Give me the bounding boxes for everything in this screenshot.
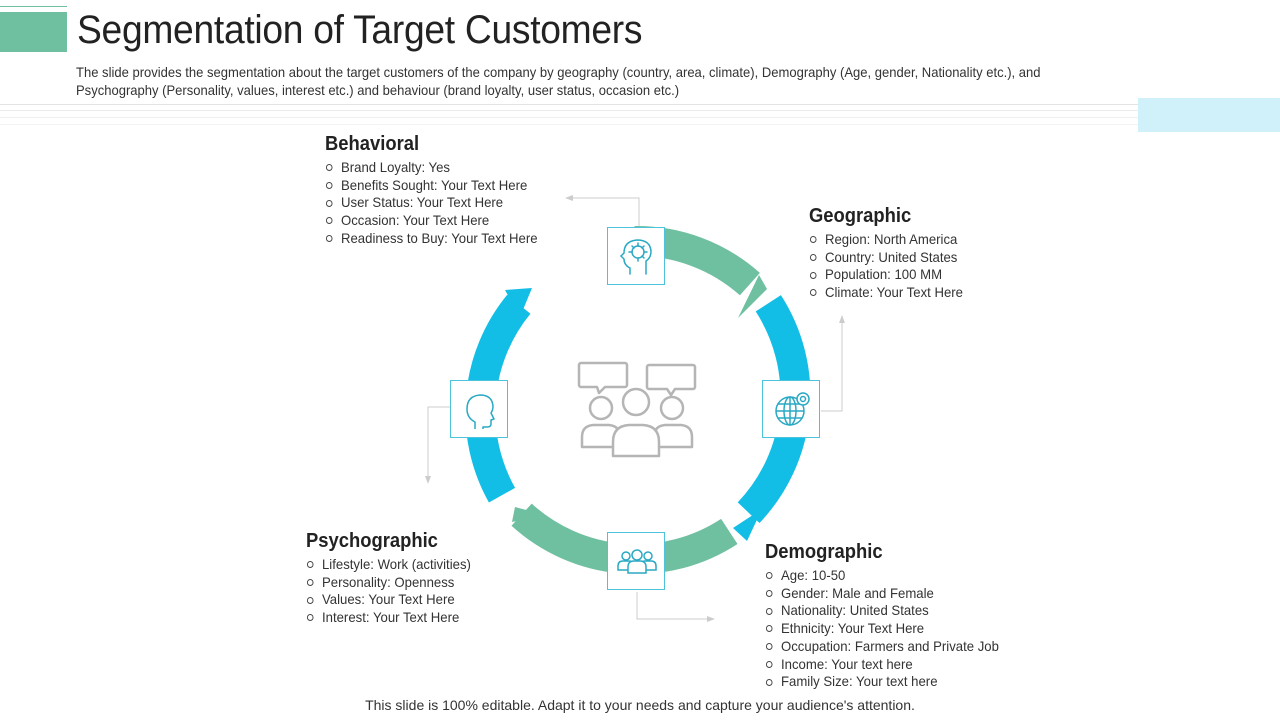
list-item: User Status: Your Text Here — [325, 194, 538, 212]
segment-behavioral: Behavioral Brand Loyalty: Yes Benefits S… — [325, 133, 551, 248]
list-item: Occasion: Your Text Here — [325, 212, 538, 230]
globe-pin-icon — [775, 392, 810, 426]
head-profile-icon — [466, 394, 495, 429]
corner-accent-block — [1138, 98, 1280, 132]
footer-note: This slide is 100% editable. Adapt it to… — [365, 697, 915, 713]
list-item: Interest: Your Text Here — [306, 609, 471, 627]
list-item: Age: 10-50 — [765, 567, 999, 585]
ring-arrowhead — [733, 509, 762, 541]
divider-line — [0, 104, 1138, 105]
ring-arrowhead — [512, 507, 545, 522]
list-item: Values: Your Text Here — [306, 591, 471, 609]
people-group-icon — [617, 549, 657, 574]
page-title: Segmentation of Target Customers — [77, 8, 643, 52]
segment-list: Region: North America Country: United St… — [809, 231, 973, 302]
psychographic-icon-box — [450, 380, 508, 438]
divider-line — [0, 110, 1138, 111]
list-item: Climate: Your Text Here — [809, 284, 963, 302]
list-item: Nationality: United States — [765, 602, 999, 620]
segment-psychographic: Psychographic Lifestyle: Work (activitie… — [306, 530, 481, 627]
segment-list: Lifestyle: Work (activities) Personality… — [306, 556, 481, 627]
ring-arrowhead — [738, 275, 767, 318]
divider-line — [0, 124, 1138, 125]
list-item: Family Size: Your text here — [765, 673, 999, 691]
segment-title: Psychographic — [306, 530, 438, 552]
connector-demographic — [636, 592, 708, 620]
segment-title: Behavioral — [325, 133, 420, 155]
list-item: Readiness to Buy: Your Text Here — [325, 230, 538, 248]
connector-geographic — [821, 322, 843, 412]
segment-title: Demographic — [765, 541, 883, 563]
head-brain-icon — [619, 239, 652, 275]
segment-title: Geographic — [809, 205, 912, 227]
list-item: Benefits Sought: Your Text Here — [325, 177, 538, 195]
demographic-icon-box — [607, 532, 665, 590]
segment-demographic: Demographic Age: 10-50 Gender: Male and … — [765, 541, 1014, 691]
behavioral-icon-box — [607, 227, 665, 285]
list-item: Gender: Male and Female — [765, 585, 999, 603]
list-item: Brand Loyalty: Yes — [325, 159, 538, 177]
geographic-icon-box — [762, 380, 820, 438]
ring-arrowhead — [505, 288, 532, 317]
segment-geographic: Geographic Region: North America Country… — [809, 205, 973, 302]
list-item: Country: United States — [809, 249, 963, 267]
page-subtitle: The slide provides the segmentation abou… — [76, 64, 1041, 98]
segment-list: Brand Loyalty: Yes Benefits Sought: Your… — [325, 159, 551, 248]
list-item: Income: Your text here — [765, 656, 999, 674]
title-accent-line — [0, 6, 67, 7]
connector-psychographic — [427, 406, 450, 477]
list-item: Occupation: Farmers and Private Job — [765, 638, 999, 656]
customer-group-chat-icon — [577, 361, 697, 458]
list-item: Lifestyle: Work (activities) — [306, 556, 471, 574]
list-item: Region: North America — [809, 231, 963, 249]
divider-line — [0, 117, 1138, 118]
list-item: Personality: Openness — [306, 574, 471, 592]
connector-behavioral — [572, 197, 640, 226]
title-accent-bar — [0, 12, 67, 52]
segment-list: Age: 10-50 Gender: Male and Female Natio… — [765, 567, 1014, 691]
list-item: Population: 100 MM — [809, 266, 963, 284]
list-item: Ethnicity: Your Text Here — [765, 620, 999, 638]
